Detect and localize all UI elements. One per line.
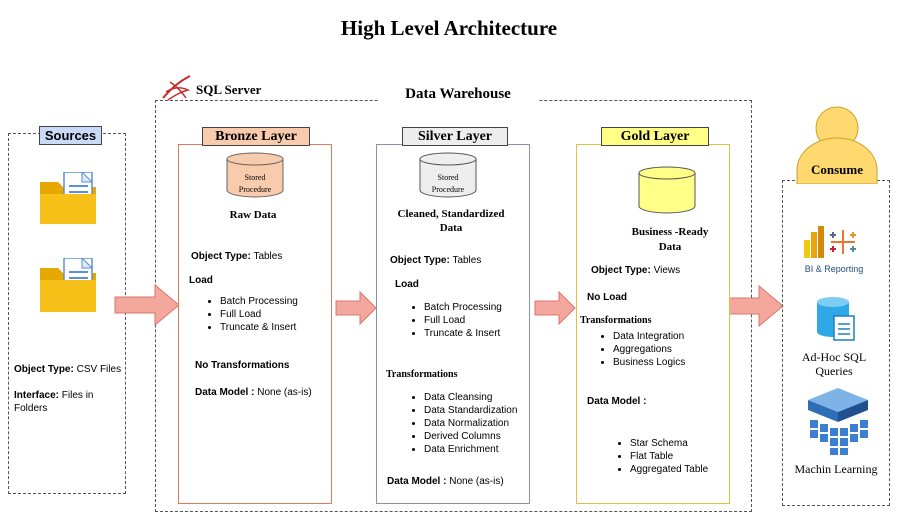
silver-heading-line2: Data — [439, 222, 463, 234]
list-item: Data Integration — [613, 330, 685, 343]
list-item: Full Load — [424, 314, 502, 327]
gold-transformations-label: Transformations — [580, 315, 652, 326]
sql-server-label: SQL Server — [196, 82, 262, 97]
arrow-sources-to-bronze — [114, 284, 180, 326]
silver-heading: Cleaned, Standardized Data — [376, 207, 526, 235]
bronze-transformations: No Transformations — [195, 360, 290, 371]
gold-layer-label: Gold Layer — [601, 127, 709, 146]
arrow-bronze-to-silver — [335, 291, 377, 325]
silver-load-list: Batch ProcessingFull LoadTruncate & Inse… — [410, 301, 502, 340]
gold-object-type: Object Type: Views — [591, 265, 681, 276]
sources-object-type: Object Type: CSV Files — [14, 364, 122, 375]
bronze-layer-panel — [178, 144, 332, 504]
bi-reporting-icon — [804, 226, 856, 258]
list-item: Data Cleansing — [424, 391, 517, 404]
csv-folder-icon — [40, 172, 96, 224]
silver-cyl-line1: Stored — [437, 173, 459, 182]
adhoc-sql-line2: Queries — [815, 364, 853, 378]
silver-data-model: Data Model : None (as-is) — [387, 476, 504, 487]
gold-model-list: Star SchemaFlat TableAggregated Table — [616, 437, 708, 476]
bronze-data-model: Data Model : None (as-is) — [195, 387, 312, 398]
adhoc-sql-icon — [817, 297, 855, 341]
csv-folder-icon — [40, 258, 96, 312]
bronze-layer-label: Bronze Layer — [202, 127, 310, 146]
bronze-heading: Raw Data — [229, 209, 277, 221]
list-item: Star Schema — [630, 437, 708, 450]
silver-layer-panel — [376, 144, 530, 504]
list-item: Data Enrichment — [424, 443, 517, 456]
silver-cyl-text: Stored Procedure — [419, 172, 477, 196]
data-warehouse-label: Data Warehouse — [378, 86, 538, 103]
bronze-object-type: Object Type: Tables — [191, 251, 283, 262]
consume-label: Consume — [810, 162, 863, 177]
list-item: Aggregations — [613, 343, 685, 356]
gold-load-label: No Load — [587, 292, 627, 303]
list-item: Data Normalization — [424, 417, 517, 430]
silver-transform-list: Data CleansingData StandardizationData N… — [410, 391, 517, 456]
gold-heading-line2: Data — [658, 241, 682, 253]
stored-procedure-cylinder — [226, 152, 284, 198]
sql-server-icon — [162, 75, 191, 101]
list-item: Batch Processing — [220, 295, 298, 308]
adhoc-sql-line1: Ad-Hoc SQL — [801, 350, 867, 364]
silver-object-type: Object Type: Tables — [390, 255, 482, 266]
silver-layer-label: Silver Layer — [402, 127, 508, 146]
gold-heading: Business -Ready Data — [595, 225, 745, 255]
list-item: Data Standardization — [424, 404, 517, 417]
sources-interface: Interface: Files in — [14, 390, 94, 401]
arrow-silver-to-gold — [534, 291, 576, 325]
user-icon — [796, 106, 878, 184]
stored-procedure-cylinder — [419, 152, 477, 198]
silver-cyl-line2: Procedure — [431, 185, 465, 194]
gold-transform-list: Data IntegrationAggregationsBusiness Log… — [599, 330, 685, 369]
list-item: Truncate & Insert — [220, 321, 298, 334]
silver-transformations-label: Transformations — [386, 369, 458, 380]
gold-heading-line1: Business -Ready — [631, 226, 709, 238]
silver-load-label: Load — [395, 279, 419, 290]
bronze-load-label: Load — [189, 275, 213, 286]
silver-heading-line1: Cleaned, Standardized — [397, 208, 505, 220]
sources-interface-line2: Folders — [14, 403, 48, 414]
bi-reporting-label: BI & Reporting — [804, 264, 864, 274]
bronze-cyl-text: Stored Procedure — [226, 172, 284, 196]
list-item: Full Load — [220, 308, 298, 321]
database-cylinder — [638, 166, 696, 214]
list-item: Aggregated Table — [630, 463, 708, 476]
bronze-cyl-line2: Procedure — [238, 185, 272, 194]
list-item: Batch Processing — [424, 301, 502, 314]
machine-learning-icon — [808, 388, 868, 455]
list-item: Business Logics — [613, 356, 685, 369]
adhoc-sql-label: Ad-Hoc SQL Queries — [784, 350, 884, 378]
bronze-load-list: Batch ProcessingFull LoadTruncate & Inse… — [206, 295, 298, 334]
list-item: Flat Table — [630, 450, 708, 463]
page-title: High Level Architecture — [340, 16, 558, 40]
bronze-cyl-line1: Stored — [244, 173, 266, 182]
sources-label: Sources — [39, 126, 102, 145]
list-item: Derived Columns — [424, 430, 517, 443]
list-item: Truncate & Insert — [424, 327, 502, 340]
gold-data-model-label: Data Model : — [587, 396, 647, 407]
machine-learning-label: Machin Learning — [794, 462, 878, 476]
